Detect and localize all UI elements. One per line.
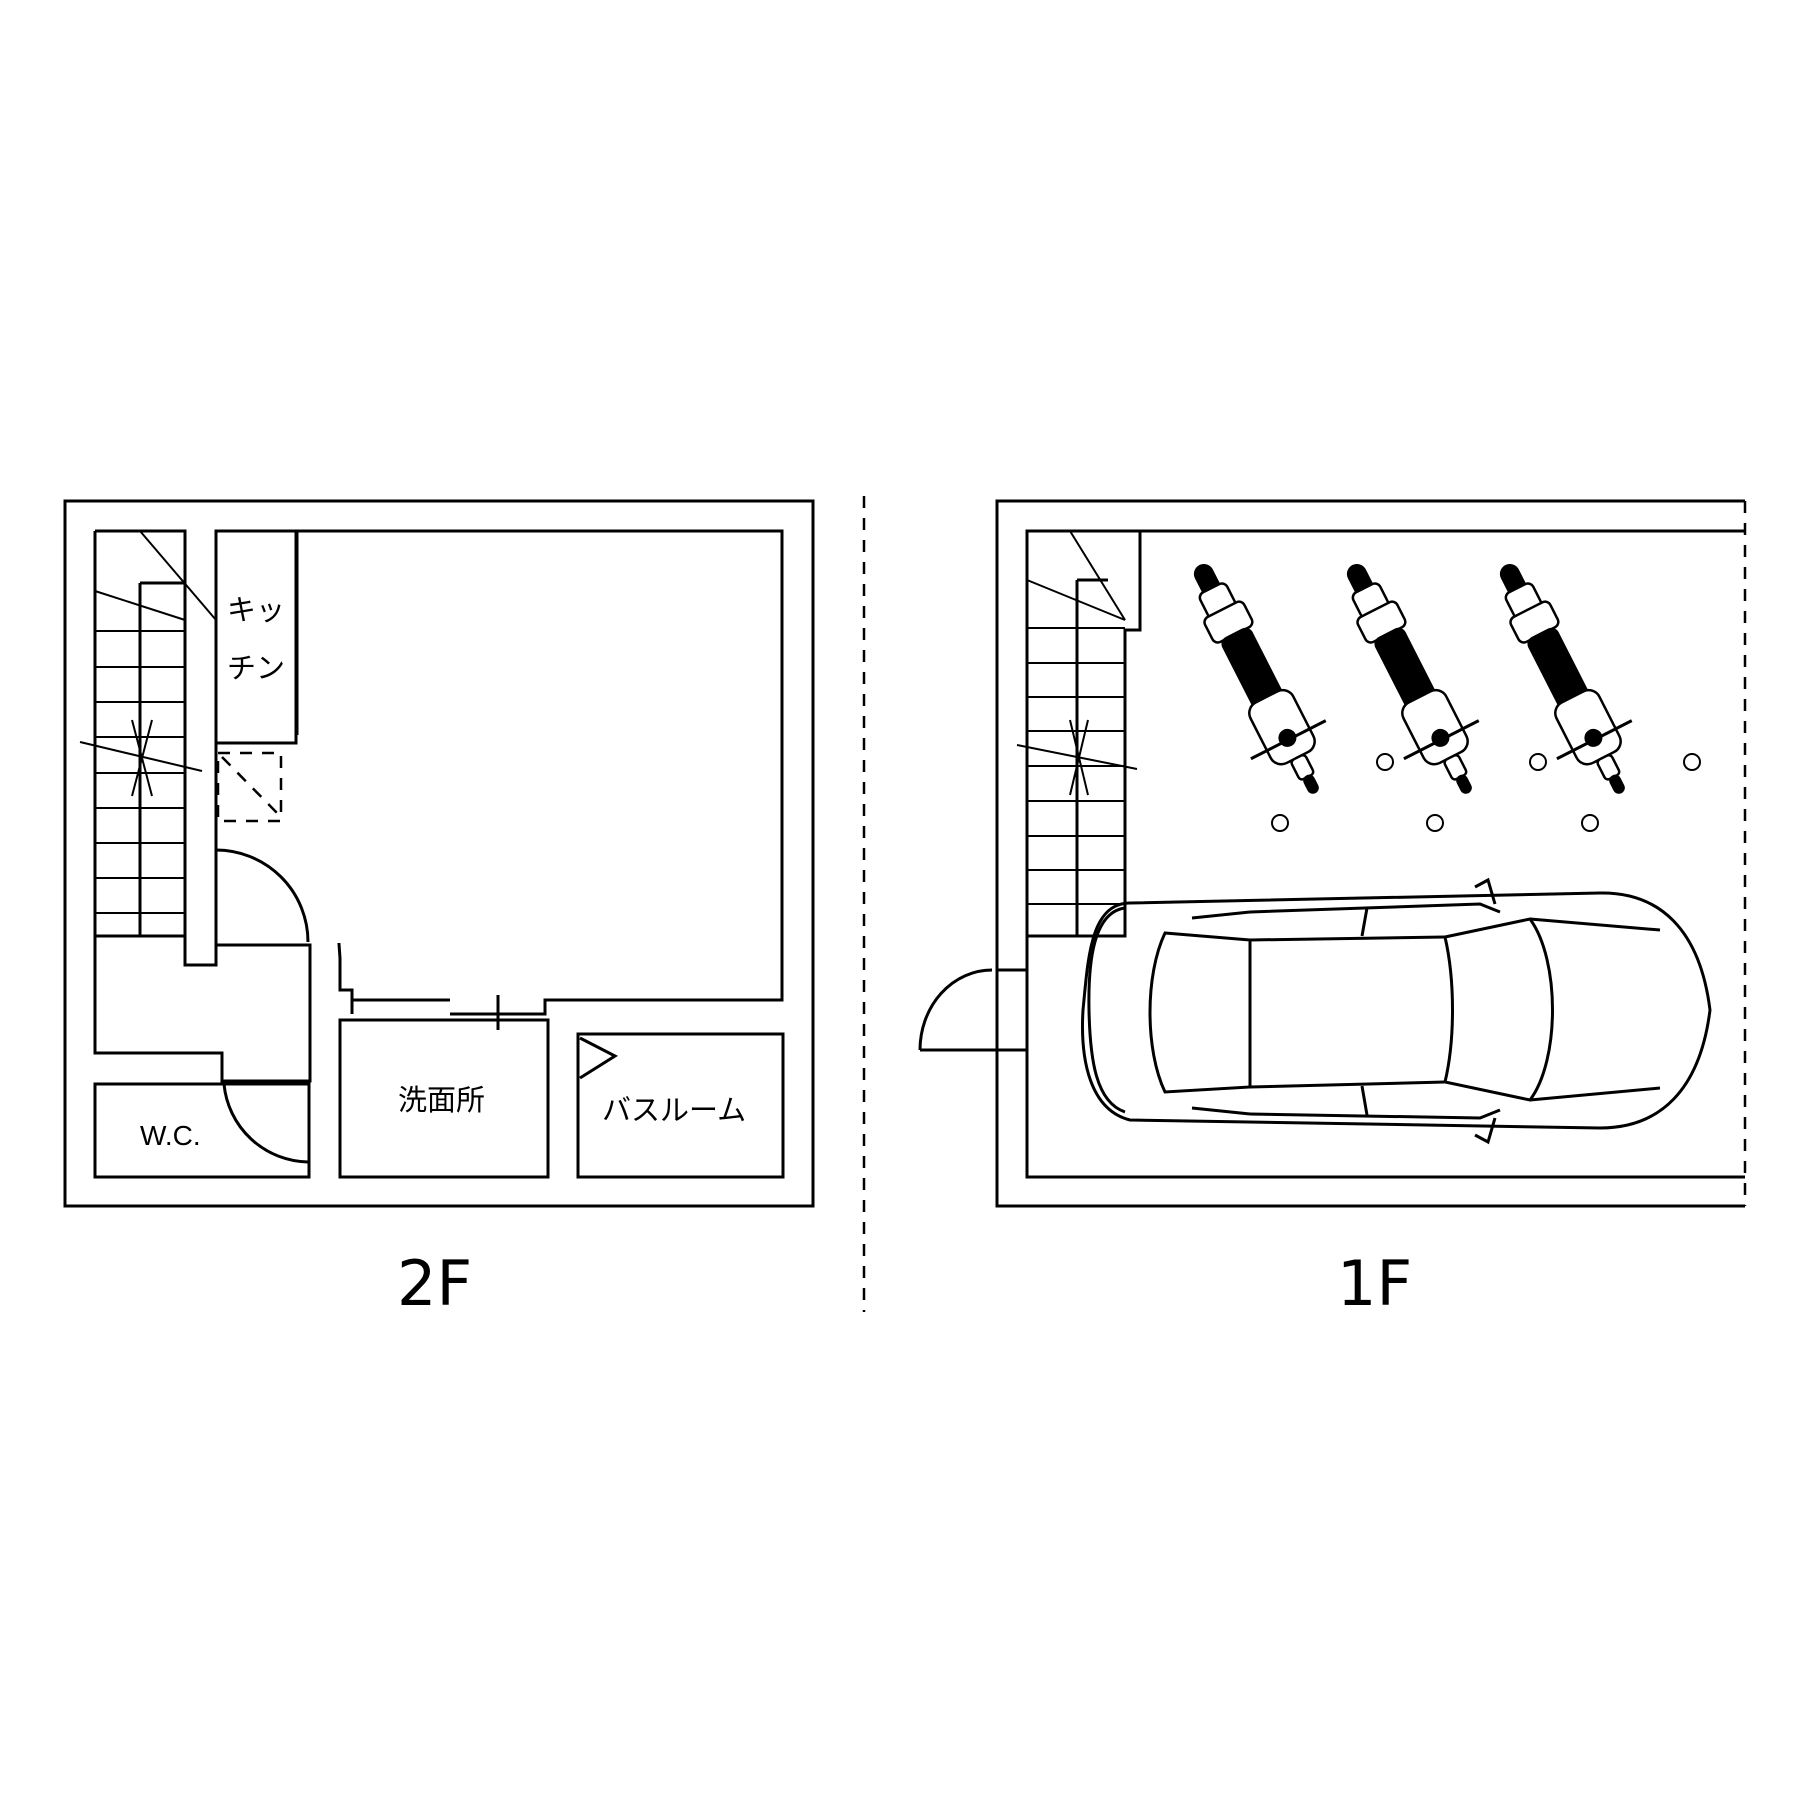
hall-wall-b: [350, 998, 450, 1014]
motorcycle-icon: [1193, 563, 1327, 794]
floor-label-1f: 1F: [1337, 1247, 1412, 1320]
washroom-label: 洗面所: [398, 1083, 485, 1117]
door-swing-icon: [918, 968, 1029, 1052]
wc-label: W.C.: [140, 1120, 201, 1151]
floor-plan-2f: キッ チン: [63, 499, 815, 1320]
outer-wall-2f: [63, 499, 815, 1208]
inner-wall-1f: [1025, 529, 1745, 1179]
stair-icon: [1016, 529, 1142, 938]
living-room-wall: [297, 529, 784, 1016]
bathroom-room: [576, 1032, 785, 1179]
floor-plan-1f: 1F: [918, 499, 1747, 1320]
car-icon: [1081, 877, 1712, 1145]
door-swing-icon: [214, 848, 310, 945]
kitchen-label-line1: キッ: [227, 593, 285, 627]
hall-wall: [337, 943, 450, 1002]
motorcycle-icon: [1346, 563, 1480, 794]
washroom-room: [338, 1018, 550, 1179]
refrigerator-diagonal: [221, 756, 282, 818]
door-swing-icon: [222, 1080, 309, 1164]
kitchen-room: [214, 529, 298, 745]
outer-wall-1f: [995, 499, 1745, 1208]
floor-label-2f: 2F: [397, 1247, 472, 1320]
kitchen-label-line2: チン: [227, 651, 285, 685]
stair-icon: [79, 529, 312, 1083]
bath-entry-arrow: [579, 1036, 619, 1080]
motorcycle-icon: [1499, 563, 1633, 794]
refrigerator-outline: [216, 751, 283, 823]
bathroom-label: バスルーム: [602, 1093, 746, 1127]
motorcycle-accessories: [1271, 753, 1701, 832]
wc-room: [93, 1082, 311, 1179]
